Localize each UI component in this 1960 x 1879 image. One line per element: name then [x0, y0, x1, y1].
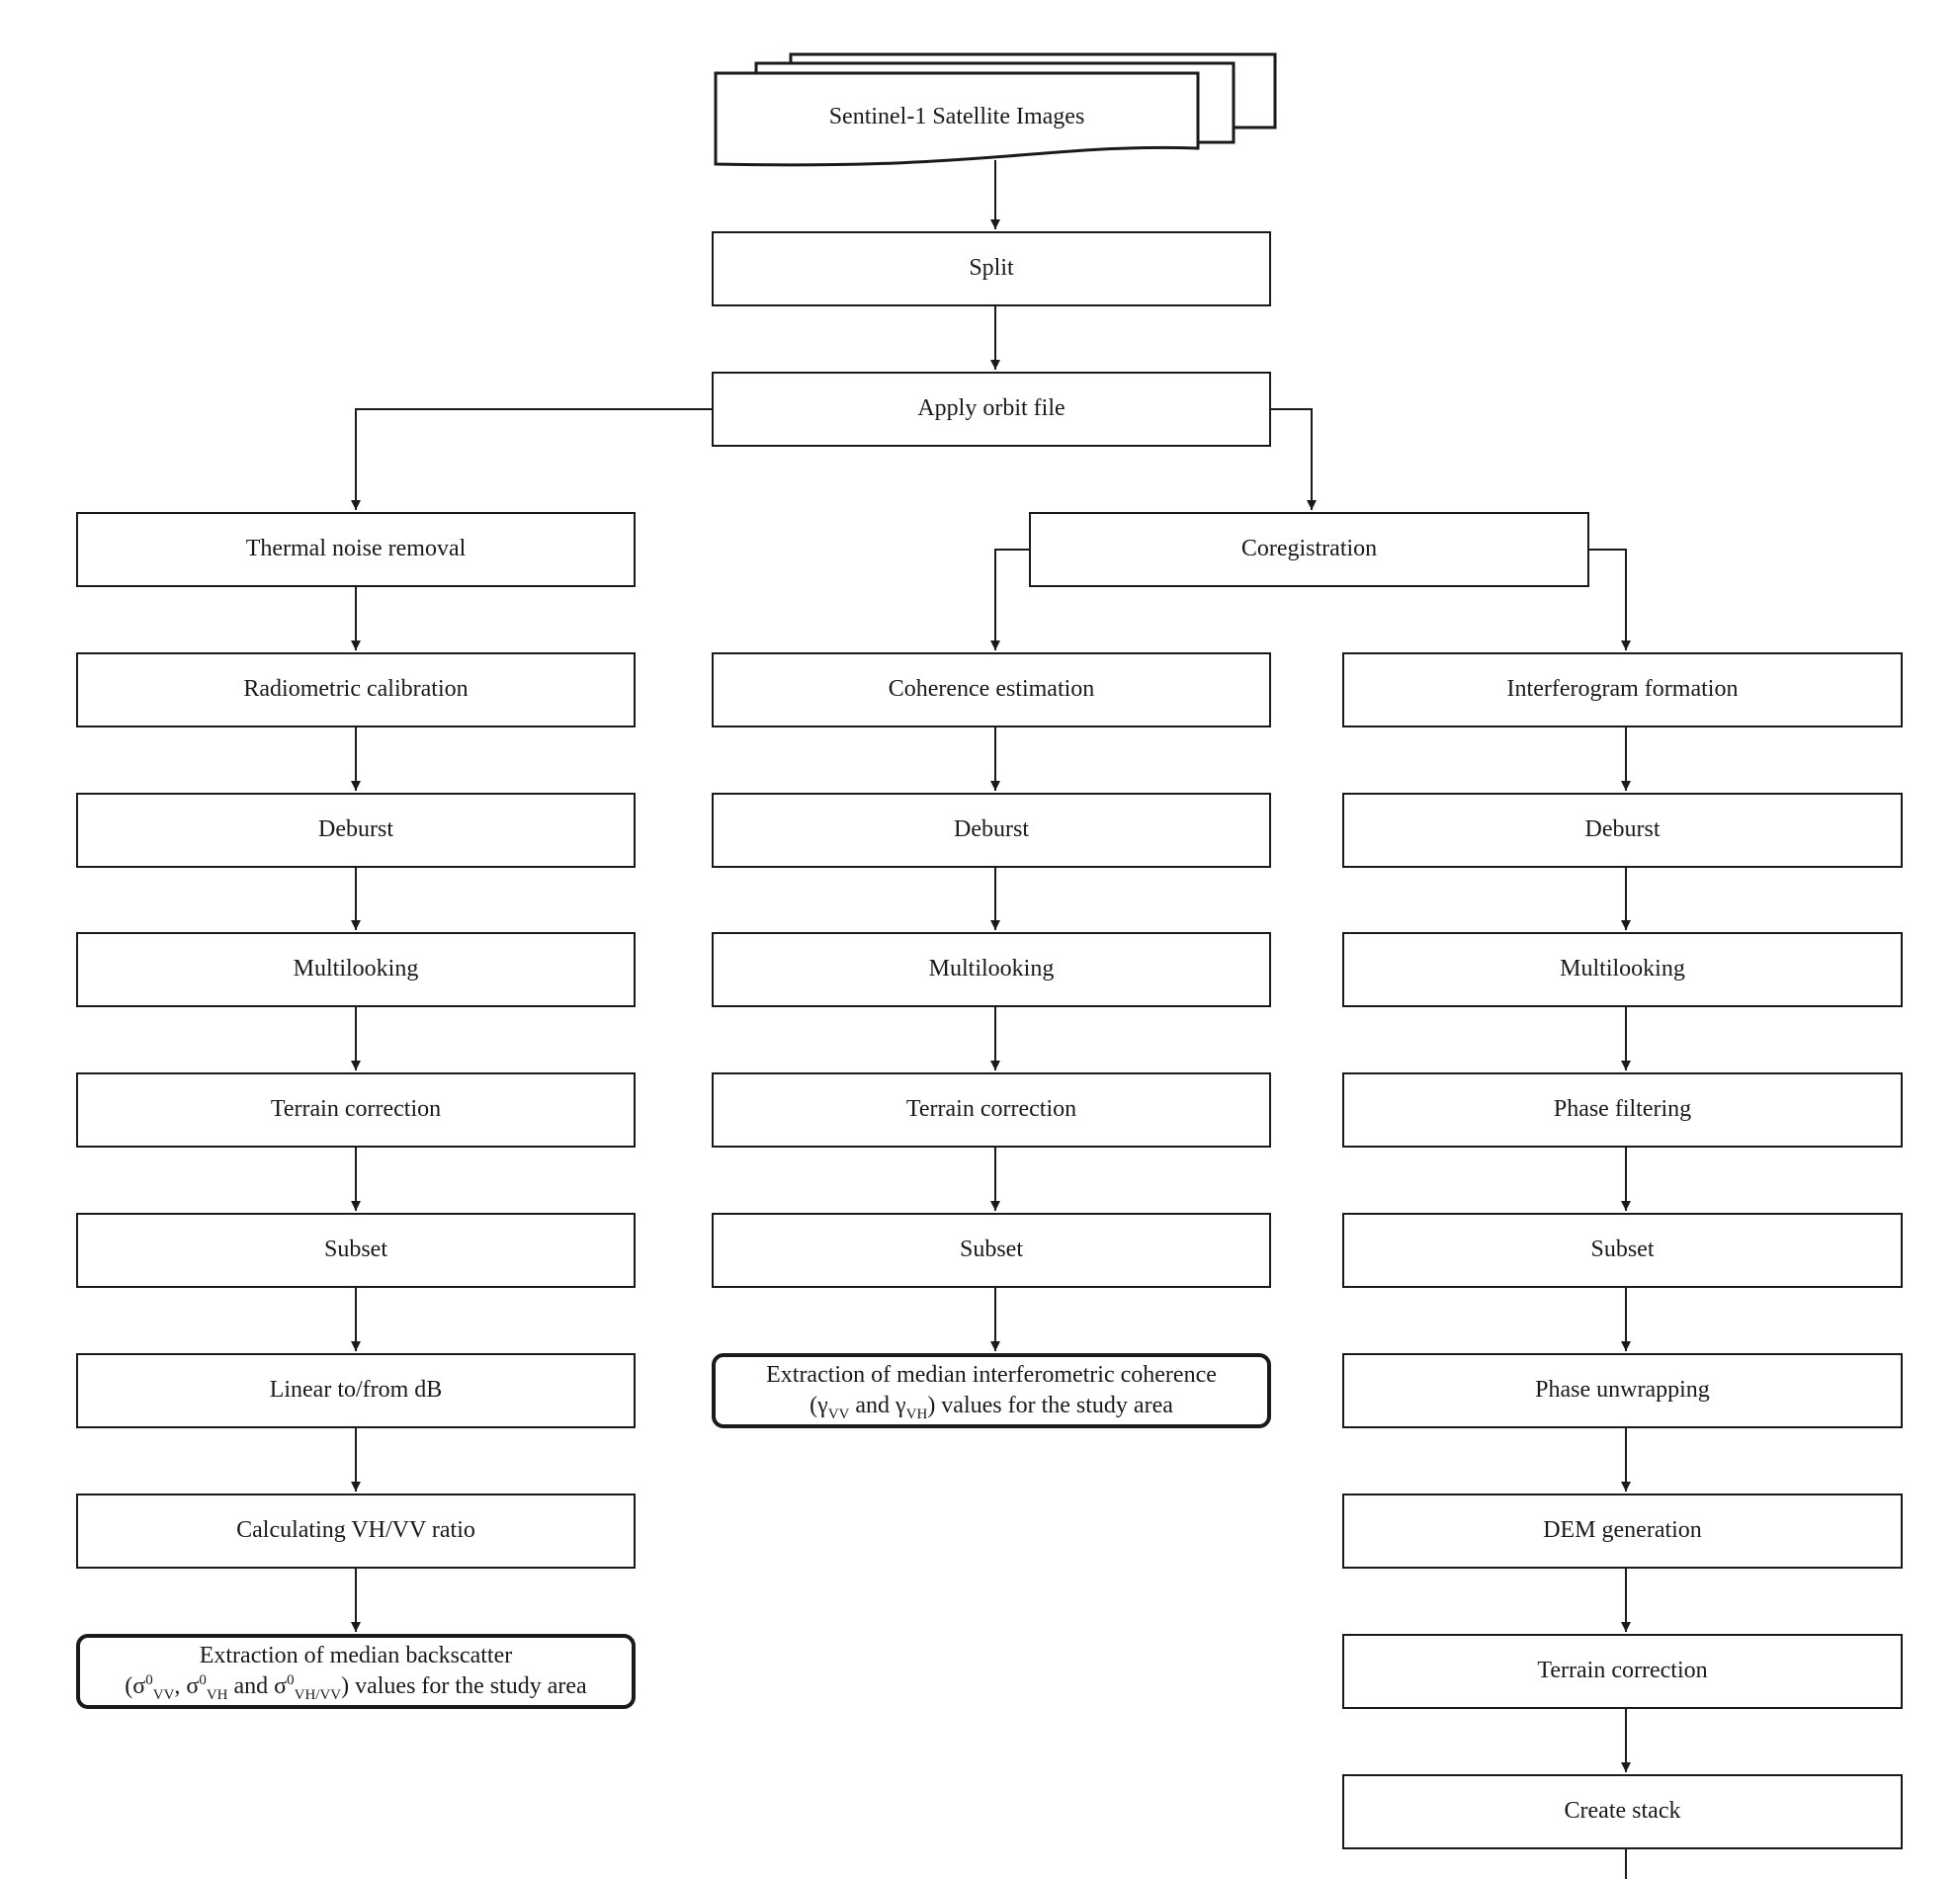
coregistration-box: Coregistration	[1029, 512, 1589, 587]
right-step: Terrain correction	[1342, 1634, 1903, 1709]
left-step: Subset	[76, 1213, 636, 1288]
left-step: Deburst	[76, 793, 636, 868]
coherence-output-box: Extraction of median interferometric coh…	[712, 1353, 1271, 1428]
right-step: Phase unwrapping	[1342, 1353, 1903, 1428]
right-step: Deburst	[1342, 793, 1903, 868]
backscatter-output-box: Extraction of median backscatter (σ0VV, …	[76, 1634, 636, 1709]
middle-step: Subset	[712, 1213, 1271, 1288]
left-step: Linear to/from dB	[76, 1353, 636, 1428]
middle-step: Terrain correction	[712, 1072, 1271, 1148]
right-step: Phase filtering	[1342, 1072, 1903, 1148]
split-box: Split	[712, 231, 1271, 306]
middle-step: Deburst	[712, 793, 1271, 868]
right-step: Interferogram formation	[1342, 652, 1903, 727]
right-step: Multilooking	[1342, 932, 1903, 1007]
source-label: Sentinel-1 Satellite Images	[828, 104, 1085, 129]
left-step: Multilooking	[76, 932, 636, 1007]
left-step: Thermal noise removal	[76, 512, 636, 587]
middle-step: Coherence estimation	[712, 652, 1271, 727]
document-stack-icon	[714, 52, 1277, 167]
right-step: DEM generation	[1342, 1494, 1903, 1569]
left-step: Terrain correction	[76, 1072, 636, 1148]
right-step: Create stack	[1342, 1774, 1903, 1849]
apply-orbit-box: Apply orbit file	[712, 372, 1271, 447]
middle-step: Multilooking	[712, 932, 1271, 1007]
left-step: Calculating VH/VV ratio	[76, 1494, 636, 1569]
left-step: Radiometric calibration	[76, 652, 636, 727]
right-step: Subset	[1342, 1213, 1903, 1288]
